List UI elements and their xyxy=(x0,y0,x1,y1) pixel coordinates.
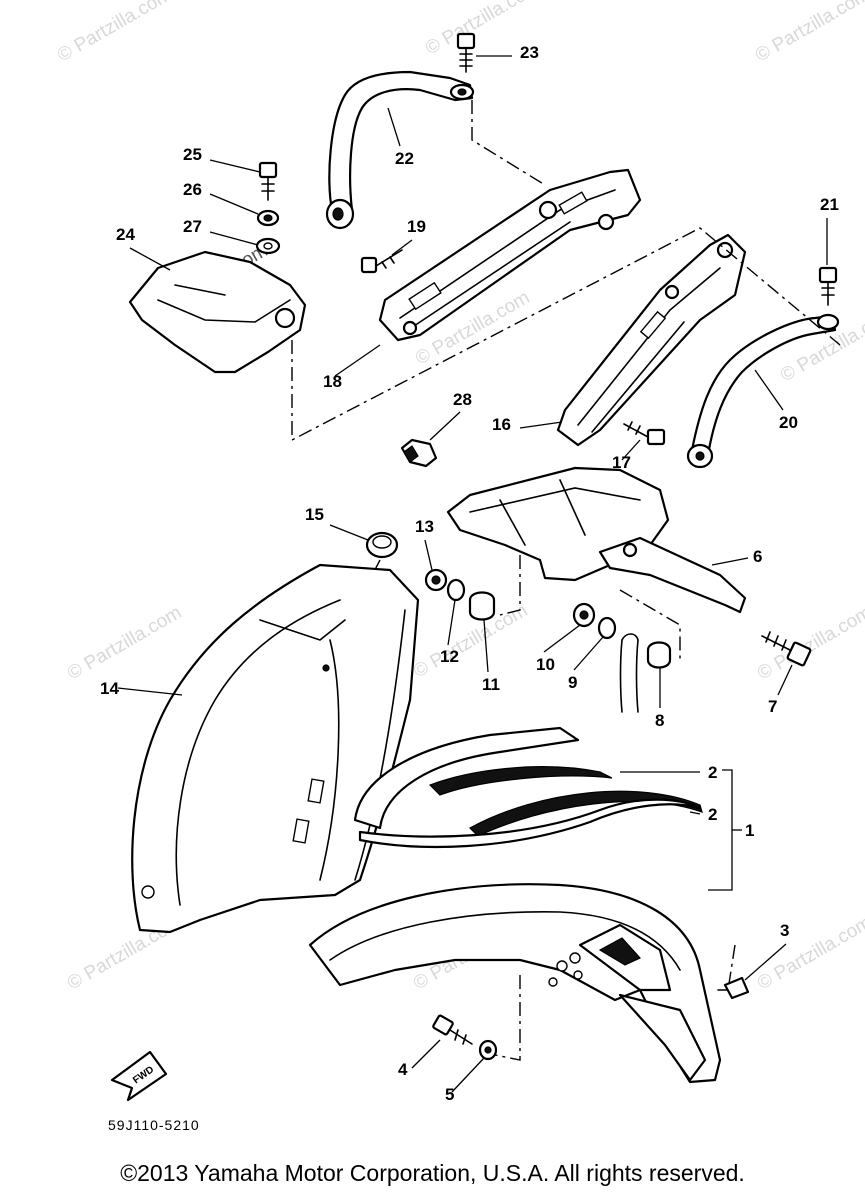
bolt-7 xyxy=(761,631,812,667)
callout-16: 16 xyxy=(492,415,511,434)
callout-3: 3 xyxy=(780,921,789,940)
trim-strip-2b xyxy=(358,790,703,849)
callout-2: 2 xyxy=(708,805,717,824)
callout-27: 27 xyxy=(183,217,202,236)
callout-7: 7 xyxy=(768,697,777,716)
callout-1: 1 xyxy=(745,821,754,840)
watermark: © Partzilla.com xyxy=(64,602,185,684)
callout-11: 11 xyxy=(482,675,500,694)
diagram-code: 59J110-5210 xyxy=(108,1117,200,1133)
grab-handle-left xyxy=(325,70,475,230)
callout-8: 8 xyxy=(655,711,664,730)
bolt-25 xyxy=(258,161,278,201)
callout-9: 9 xyxy=(568,673,577,692)
callout-4: 4 xyxy=(398,1060,408,1079)
callout-layer: 1223456789101112131415161718192021222324… xyxy=(100,43,839,1104)
watermark: © Partzilla.com xyxy=(754,602,865,684)
callout-24: 24 xyxy=(116,225,135,244)
callout-21: 21 xyxy=(820,195,839,214)
rear-fender-14 xyxy=(131,563,420,934)
callout-19: 19 xyxy=(407,217,426,236)
front-fender-1 xyxy=(308,883,722,1084)
seat-rail-18 xyxy=(378,168,642,342)
bolt-23 xyxy=(456,32,476,73)
washer-26-hole xyxy=(263,214,273,222)
grab-handle-right xyxy=(686,313,840,469)
fender-bracket-6 xyxy=(446,466,747,614)
callout-2: 2 xyxy=(708,763,717,782)
callout-25: 25 xyxy=(183,145,202,164)
clip-28 xyxy=(400,438,438,468)
screw-3 xyxy=(717,976,750,1000)
washer-27-hole xyxy=(263,242,273,250)
callout-6: 6 xyxy=(753,547,762,566)
callout-28: 28 xyxy=(453,390,472,409)
callout-26: 26 xyxy=(183,180,202,199)
callout-13: 13 xyxy=(415,517,434,536)
bolt-4 xyxy=(432,1014,473,1045)
washer-9 xyxy=(597,616,617,640)
callout-15: 15 xyxy=(305,505,324,524)
small-parts-row xyxy=(424,568,672,713)
callout-10: 10 xyxy=(536,655,555,674)
callout-22: 22 xyxy=(395,149,414,168)
fwd-arrow: FWD xyxy=(110,1050,168,1102)
callout-20: 20 xyxy=(779,413,798,432)
washer-12 xyxy=(446,578,466,602)
collar-8 xyxy=(646,641,672,669)
grommet-15 xyxy=(365,531,399,559)
bolt-17 xyxy=(623,421,666,446)
washer-5 xyxy=(478,1039,498,1061)
seat-rail-16 xyxy=(556,233,747,447)
collar-11 xyxy=(468,591,496,621)
bolt-19 xyxy=(360,249,403,274)
cover-24 xyxy=(128,250,307,374)
callout-17: 17 xyxy=(612,453,631,472)
callout-18: 18 xyxy=(323,372,342,391)
callout-23: 23 xyxy=(520,43,539,62)
copyright-notice: ©2013 Yamaha Motor Corporation, U.S.A. A… xyxy=(120,1160,745,1186)
bolt-21 xyxy=(818,266,838,306)
callout-5: 5 xyxy=(445,1085,454,1104)
watermark: © Partzilla.com xyxy=(54,0,175,66)
callout-14: 14 xyxy=(100,679,119,698)
trim-strip-2a xyxy=(353,726,613,830)
callout-12: 12 xyxy=(440,647,459,666)
watermark: © Partzilla.com xyxy=(754,912,865,994)
leader-lines xyxy=(117,55,828,1093)
watermark: © Partzilla.com xyxy=(752,0,865,66)
